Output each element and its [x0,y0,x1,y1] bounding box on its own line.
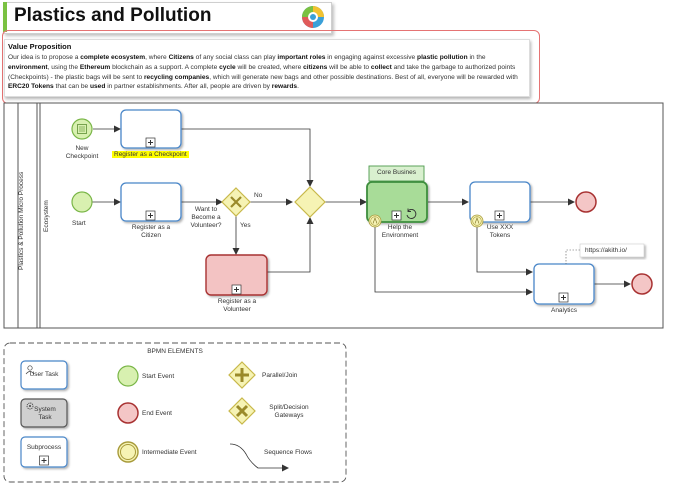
vp-emphasis: complete ecosystem [80,54,146,61]
pool-label: Plastics & Pollution Micro Process [18,171,25,270]
vp-emphasis: Ethereum [79,63,111,71]
flow-volunteer-to-join [267,217,314,273]
volunteer-decision-gateway [221,187,251,217]
vp-text-run: in engaging against excessive [325,54,418,61]
value-proposition-text: Our idea is to propose a complete ecosys… [8,53,526,92]
legend-frame [3,342,347,483]
start-label: Start [72,220,86,227]
end-event-tokens [575,191,597,213]
analytics-label: Analytics [550,307,577,314]
gear-icon [26,402,34,410]
legend-system-task-label: System Task [34,406,56,421]
flow-help-to-analytics [374,220,533,296]
vp-emphasis: citizens [303,63,328,71]
help-environment-task[interactable] [366,181,428,228]
title-accent-bar [3,2,7,32]
vp-text-run: and take the garbage to authorized point… [8,63,516,81]
vp-emphasis: Citizens [168,54,194,61]
legend-intermediate-event-icon [117,441,139,463]
flow-checkpoint-to-join [181,128,314,187]
register-citizen-task[interactable] [120,182,182,222]
vp-emphasis: recycling companies [143,73,210,81]
url-annotation-text[interactable]: https://akith.io/ [585,247,627,254]
user-icon [27,365,33,371]
vp-text-run: in partner establishments. After all, pe… [105,83,272,91]
vp-emphasis: ERC20 Tokens [8,83,54,91]
legend-subprocess-label: Subprocess [26,444,62,451]
vp-text-run: . [297,83,299,91]
volunteer-question-label: Want to Become a Volunteer? [190,206,222,229]
vp-emphasis: cycle [219,63,236,71]
join-gateway [294,186,326,218]
end-event-analytics [631,273,653,295]
new-checkpoint-event [71,118,93,140]
vp-text-run: blockchain as a support. A complete [110,63,220,71]
register-volunteer-task[interactable] [205,254,268,296]
vp-text-run: , where [145,54,169,61]
new-checkpoint-label: New Checkpoint [65,145,99,160]
legend-sequence-flow-icon [229,443,289,472]
vp-emphasis: important roles [277,54,326,61]
legend-user-task [20,360,68,390]
vp-text-run: , using the [47,63,80,71]
register-citizen-label: Register as a Citizen [131,224,171,239]
vp-text-run: that can be [53,83,90,91]
register-checkpoint-task[interactable] [120,109,182,149]
value-proposition-box [4,39,530,97]
analytics-task[interactable] [533,263,595,305]
start-event [71,191,93,213]
vp-text-run: , which will generate new bags and other… [209,73,518,81]
yes-label: Yes [240,222,251,229]
legend-parallel-label: Parallel/Join [262,372,298,379]
vp-text-run: Our idea is to propose a [8,54,81,61]
register-volunteer-label: Register as a Volunteer [217,298,257,313]
vp-text-run: will be created, where [235,63,304,71]
legend-user-task-label: User Task [29,371,59,378]
legend-subprocess [20,436,68,468]
legend-start-event-icon [117,365,139,387]
vp-emphasis: used [89,83,106,91]
lane-label: Ecosystem [43,200,50,232]
legend-split-label: Split/Decision Gateways [269,404,309,419]
use-tokens-task[interactable] [469,181,531,228]
vp-emphasis: rewards [271,83,298,91]
help-environment-label: Help the Environment [381,224,419,239]
legend-sequence-flows-label: Sequence Flows [264,449,313,456]
register-checkpoint-label: Register as a Checkpoint [112,151,189,158]
core-business-tag [368,165,425,182]
vp-text-run: will be able to [327,63,371,71]
flow-tokens-to-analytics [476,220,533,276]
legend-end-event-icon [117,402,139,424]
legend-parallel-gateway-icon [228,361,256,389]
core-business-label: Core Busines [376,169,417,176]
vp-text-run: of any social class can play [193,54,278,61]
vp-text-run: in the [467,54,486,61]
title-box [3,2,332,34]
vp-emphasis: collect [370,63,392,71]
legend-split-gateway-icon [228,397,256,425]
brand-logo-icon [298,4,328,30]
use-tokens-label: Use XXX Tokens [486,224,514,239]
page-title: Plastics and Pollution [14,5,212,26]
legend-start-event-label: Start Event [142,373,175,380]
sequence-flows [92,125,631,296]
legend-title: BPMN ELEMENTS [147,348,203,355]
vp-emphasis: plastic pollution [417,54,468,61]
legend-intermediate-event-label: Intermediate Event [142,449,197,456]
vp-emphasis: environment [8,63,48,71]
url-annotation [565,243,645,264]
no-label: No [254,192,263,199]
legend-end-event-label: End Event [142,410,172,417]
legend-system-task [20,398,68,428]
value-proposition-heading: Value Proposition [8,42,72,51]
